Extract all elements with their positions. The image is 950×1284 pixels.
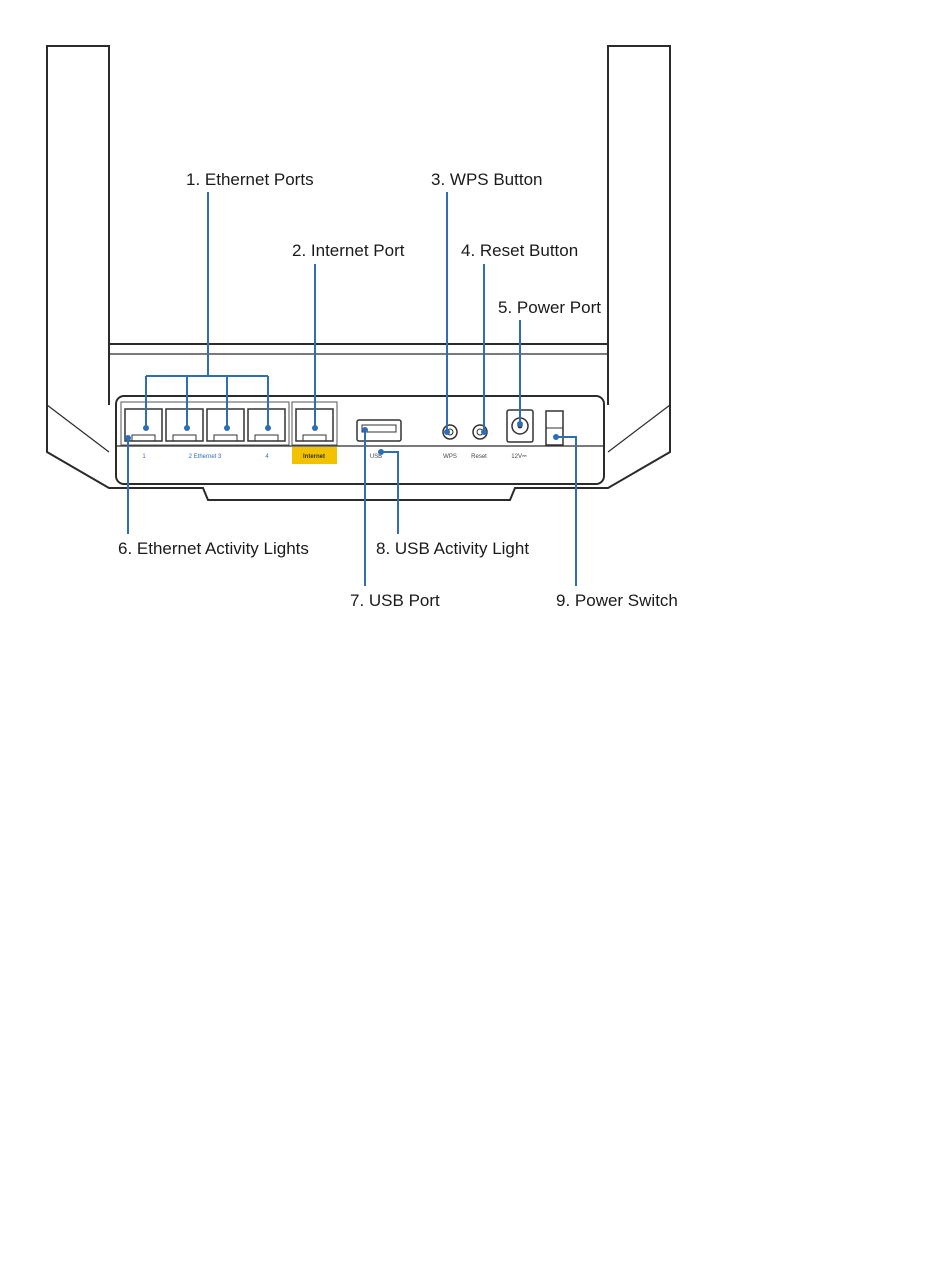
panel-label-power: 12V⎓ — [511, 454, 527, 460]
power-switch — [546, 411, 563, 445]
callout-wps-button: 3. WPS Button — [431, 170, 543, 189]
callout-reset-button: 4. Reset Button — [461, 241, 578, 260]
callout-usb-activity-light: 8. USB Activity Light — [376, 539, 529, 558]
callout-power-switch: 9. Power Switch — [556, 591, 678, 610]
panel-label-port-1: 1 — [142, 454, 146, 460]
callout-ethernet-ports: 1. Ethernet Ports — [186, 170, 314, 189]
callout-internet-port: 2. Internet Port — [292, 241, 405, 260]
ethernet-port-2 — [166, 409, 203, 441]
ethernet-port-3 — [207, 409, 244, 441]
ethernet-port-4 — [248, 409, 285, 441]
callout-ethernet-activity-lights: 6. Ethernet Activity Lights — [118, 539, 309, 558]
panel-label-wps: WPS — [443, 454, 457, 460]
callout-power-port: 5. Power Port — [498, 298, 601, 317]
panel-label-reset: Reset — [471, 454, 487, 460]
left-antenna — [47, 46, 109, 405]
ethernet-port-1 — [125, 409, 162, 441]
callout-usb-port: 7. USB Port — [350, 591, 440, 610]
right-antenna — [608, 46, 670, 405]
panel-label-port-2-3: 2 Ethernet 3 — [189, 454, 222, 460]
panel-label-port-4: 4 — [265, 454, 269, 460]
panel-label-internet: Internet — [303, 454, 325, 460]
